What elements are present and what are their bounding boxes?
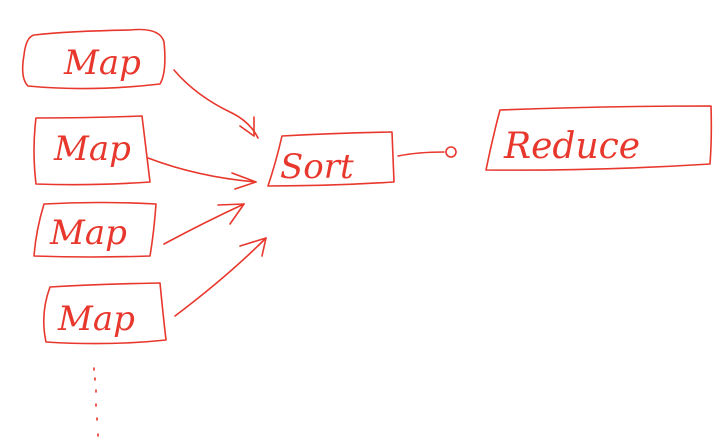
map-node-3-label: Map — [49, 213, 127, 253]
arrow-map2-to-sort — [147, 157, 257, 190]
map-node-2-box — [33, 115, 151, 186]
map-node-1: Map — [21, 28, 166, 90]
arrow-map4-to-sort-head — [239, 237, 267, 257]
reduce-node-label: Reduce — [503, 126, 640, 167]
map-node-1-label: Map — [63, 43, 141, 83]
map-node-2: Map — [33, 115, 151, 186]
map-node-4: Map — [42, 282, 167, 345]
map-node-2-label: Map — [53, 129, 131, 169]
arrow-map4-to-sort-line — [174, 237, 267, 317]
arrow-map4-to-sort — [174, 237, 267, 317]
map-node-3: Map — [33, 201, 157, 258]
arrow-map2-to-sort-head — [231, 172, 257, 190]
reduce-node-box — [485, 105, 713, 171]
sort-node-box — [267, 131, 395, 187]
arrow-map3-to-sort — [163, 203, 245, 245]
map-node-3-box — [33, 201, 157, 258]
arrow-sort-to-reduce-line — [397, 151, 445, 157]
reduce-node: Reduce — [485, 105, 713, 171]
arrow-map3-to-sort-line — [163, 203, 245, 245]
arrow-map1-to-sort-line — [173, 69, 259, 139]
map-node-4-box — [42, 282, 167, 345]
sort-node-label: Sort — [280, 147, 354, 187]
arrow-map1-to-sort-head — [239, 116, 255, 137]
arrow-map1-to-sort — [173, 69, 259, 139]
arrow-sort-to-reduce — [397, 146, 457, 158]
arrow-sort-to-reduce-head — [445, 146, 457, 158]
arrow-map3-to-sort-head — [217, 203, 245, 225]
sort-node: Sort — [267, 131, 395, 187]
map-node-1-box — [21, 28, 166, 90]
more-maps-ellipsis — [93, 367, 99, 437]
map-node-4-label: Map — [57, 299, 135, 339]
arrow-map2-to-sort-line — [147, 157, 257, 183]
